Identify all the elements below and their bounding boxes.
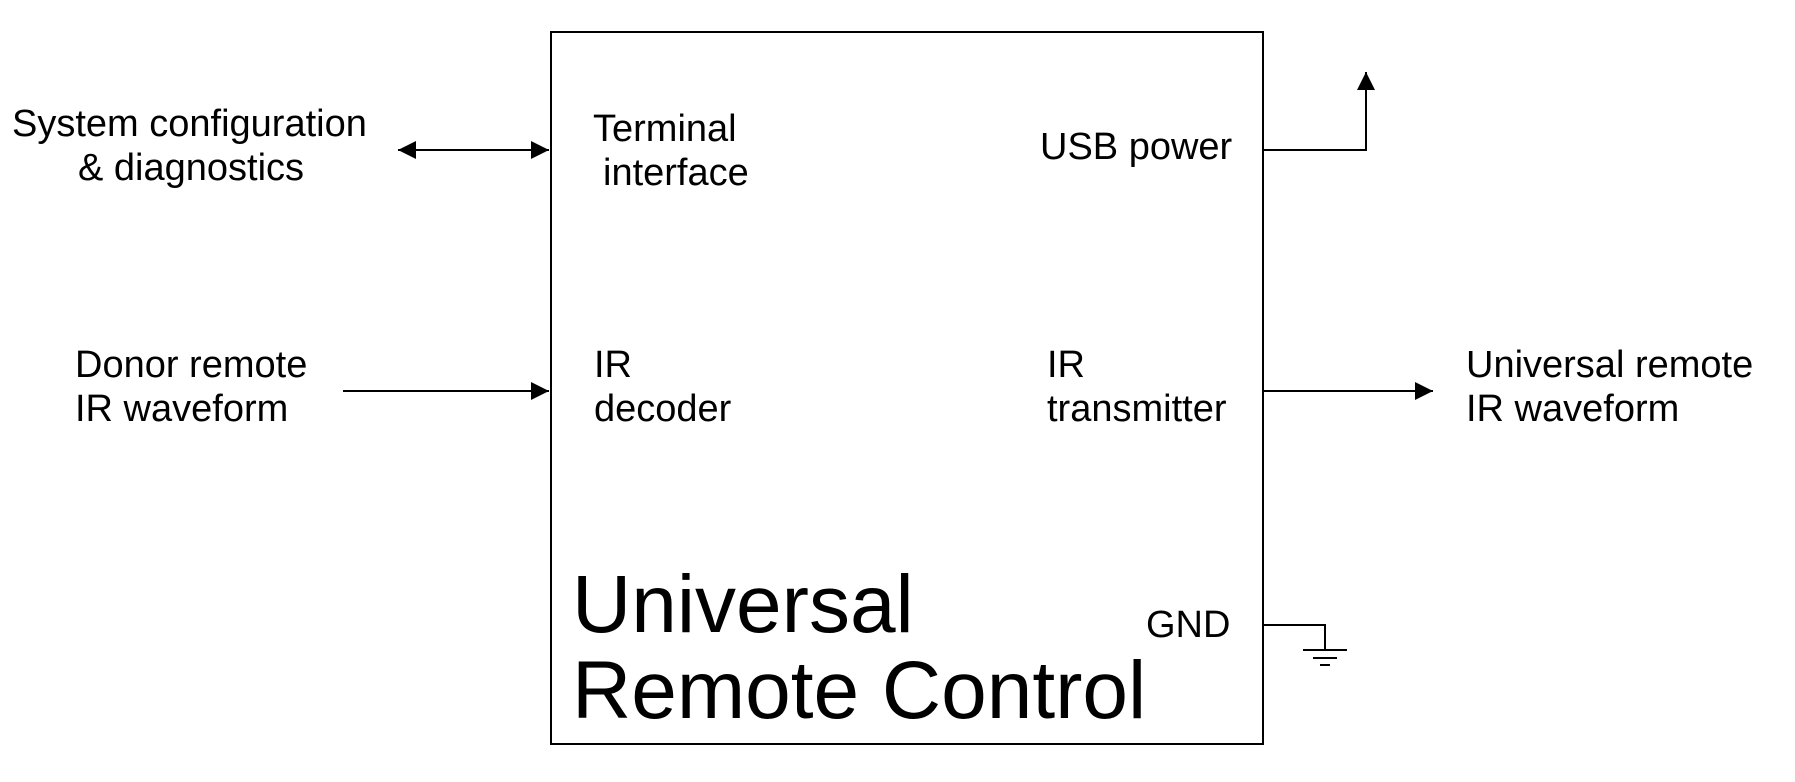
terminal-line2: interface	[603, 152, 749, 194]
usb-power-line	[1263, 72, 1375, 151]
ir-transmitter-line1: IR	[1047, 344, 1085, 386]
ir-transmitter-line2: transmitter	[1047, 388, 1227, 430]
system-config-line1: System configuration	[12, 103, 367, 145]
usb-power-label: USB power	[1040, 126, 1233, 168]
gnd-label: GND	[1146, 604, 1231, 646]
universal-line2: IR waveform	[1466, 388, 1680, 430]
system-config-label: System configuration & diagnostics	[12, 102, 367, 190]
universal-line1: Universal remote	[1466, 344, 1754, 386]
ir-decoder-line1: IR	[594, 344, 632, 386]
ground-icon	[1303, 649, 1347, 666]
ir-decoder-label: IR decoder	[594, 343, 731, 431]
block-title: Universal Remote Control	[572, 562, 1146, 734]
gnd-line	[1263, 624, 1326, 649]
block-title-line1: Universal	[572, 559, 914, 650]
universal-remote-label: Universal remote IR waveform	[1466, 343, 1753, 431]
system-config-line2: & diagnostics	[78, 147, 305, 189]
terminal-line1: Terminal	[593, 108, 737, 150]
block-title-line2: Remote Control	[572, 645, 1147, 736]
main-block	[550, 31, 1264, 745]
donor-remote-label: Donor remote IR waveform	[75, 343, 307, 431]
ir-decoder-line2: decoder	[594, 388, 732, 430]
donor-line1: Donor remote	[75, 344, 308, 386]
terminal-interface-label: Terminal interface	[593, 107, 749, 195]
donor-line2: IR waveform	[75, 388, 289, 430]
ir-transmitter-label: IR transmitter	[1047, 343, 1226, 431]
